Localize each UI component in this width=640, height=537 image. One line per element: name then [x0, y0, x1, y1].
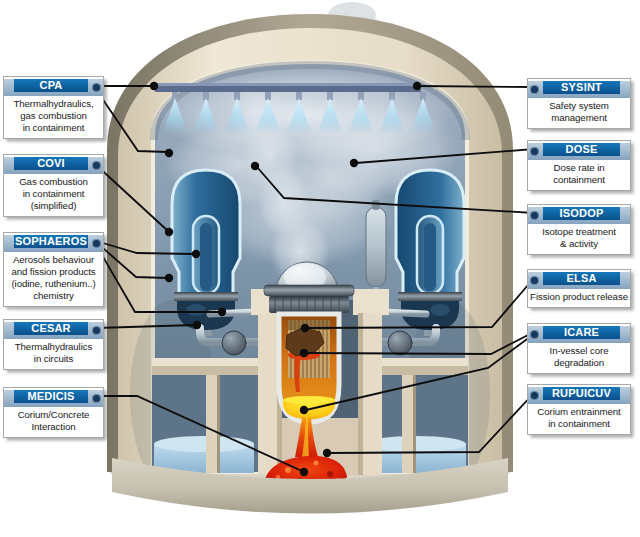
module-label-dose: DOSE Dose rate in containment: [527, 140, 631, 191]
floor-left: [152, 358, 260, 375]
connector-dot: [530, 85, 539, 94]
module-code: DOSE: [543, 143, 620, 156]
module-description: Corium/Concrete Interaction: [4, 407, 103, 437]
connector-dot: [92, 161, 101, 170]
connector-dot: [530, 276, 539, 285]
connector-dot: [530, 330, 539, 339]
spray-nozzles: [163, 92, 435, 132]
module-code: ELSA: [543, 272, 620, 285]
module-description: Thermalhydraulics, gas combustion in con…: [4, 96, 103, 138]
connector-dot: [92, 394, 101, 403]
module-description: Dose rate in containment: [528, 160, 630, 190]
module-label-isodop: ISODOP Isotope treatment & activity: [527, 204, 631, 255]
module-code: RUPUICUV: [543, 387, 620, 400]
module-label-sophaeros: SOPHAEROS Aerosols behaviour and fission…: [3, 232, 104, 307]
module-description: Thermalhydraulics in circuits: [4, 339, 103, 369]
connector-dot: [530, 391, 539, 400]
connector-dot: [92, 239, 101, 248]
module-code: CESAR: [14, 322, 88, 335]
module-code: SYSINT: [543, 81, 620, 94]
molten-corium-pool: [283, 396, 335, 419]
module-label-medicis: MEDICIS Corium/Concrete Interaction: [3, 387, 104, 438]
module-description: Fission product release: [528, 289, 630, 307]
module-label-sysint: SYSINT Safety system management: [527, 78, 631, 129]
module-label-covi: COVI Gas combustion in containment (simp…: [3, 154, 104, 217]
connector-dot: [92, 326, 101, 335]
module-label-cesar: CESAR Thermalhydraulics in circuits: [3, 319, 104, 370]
module-code: MEDICIS: [14, 390, 88, 403]
module-code: SOPHAEROS: [14, 235, 88, 248]
module-description: Gas combustion in containment (simplifie…: [4, 174, 103, 216]
module-label-rupuicuv: RUPUICUV Corium entrainment in containme…: [527, 384, 631, 435]
module-description: Corium entrainment in containment: [528, 404, 630, 434]
module-label-elsa: ELSA Fission product release: [527, 269, 631, 308]
module-label-icare: ICARE In-vessel core degradation: [527, 323, 631, 374]
module-description: In-vessel core degradation: [528, 343, 630, 373]
connector-dot: [530, 211, 539, 220]
module-code: ISODOP: [543, 207, 620, 220]
module-description: Isotope treatment & activity: [528, 224, 630, 254]
module-description: Safety system management: [528, 98, 630, 128]
module-description: Aerosols behaviour and fission products …: [4, 252, 103, 306]
module-code: ICARE: [543, 326, 620, 339]
module-label-cpa: CPA Thermalhydraulics, gas combustion in…: [3, 76, 104, 139]
connector-dot: [530, 147, 539, 156]
connector-dot: [92, 83, 101, 92]
module-code: CPA: [14, 79, 88, 92]
module-code: COVI: [14, 157, 88, 170]
